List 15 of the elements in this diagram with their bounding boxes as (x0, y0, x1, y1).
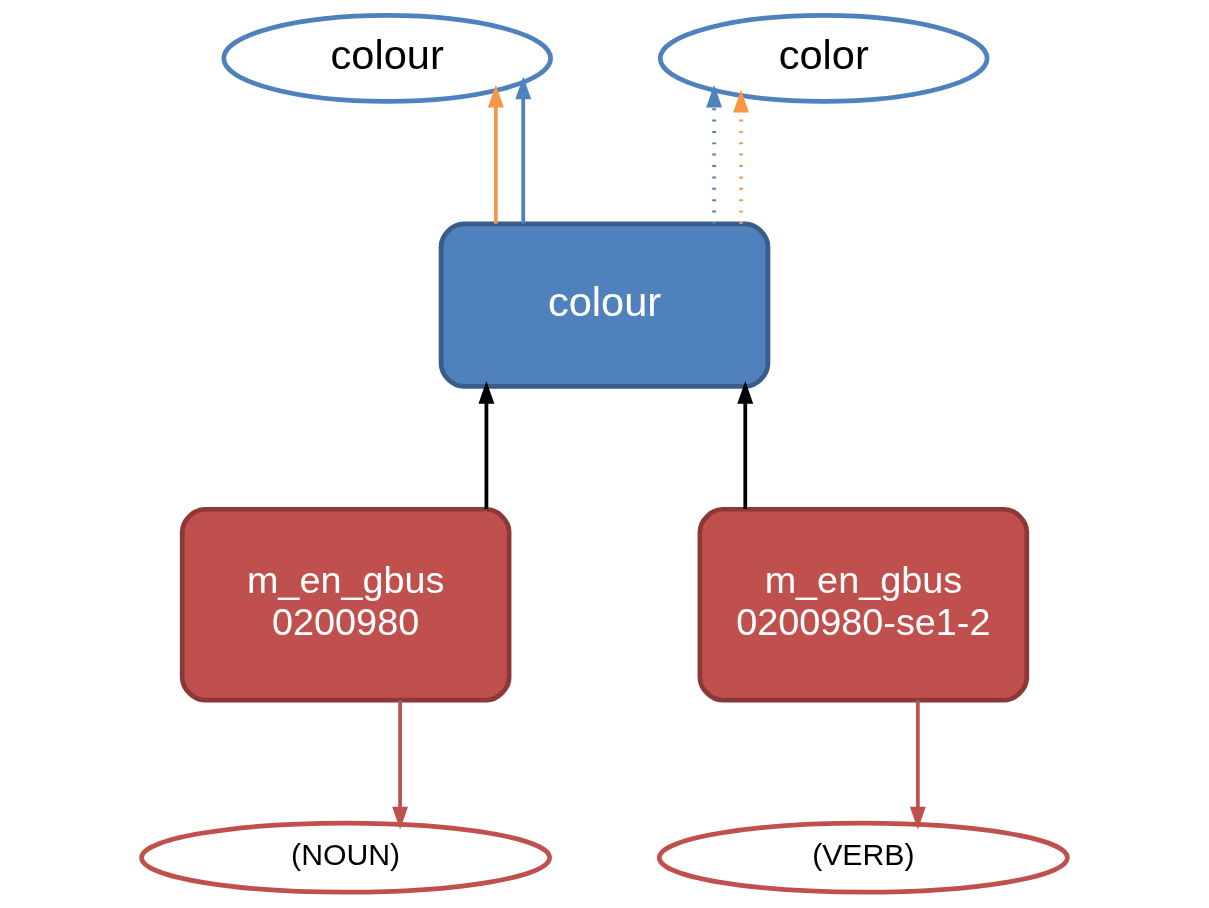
node-box: m_en_gbus 0200980-se1-2 (697, 506, 1030, 703)
node-ellipse: color (657, 13, 990, 104)
node-box: m_en_gbus 0200980 (179, 506, 512, 703)
arrow (515, 76, 532, 224)
arrow (737, 381, 754, 510)
arrow (478, 381, 495, 510)
arrow (909, 700, 926, 830)
node-ellipse: (VERB) (656, 820, 1070, 895)
arrow (487, 84, 504, 224)
node-ellipse: (NOUN) (139, 820, 553, 895)
node-box: colour (438, 221, 771, 389)
node-ellipse: colour (221, 13, 553, 104)
arrow (392, 700, 409, 830)
arrow (706, 84, 723, 224)
arrow (733, 89, 749, 224)
